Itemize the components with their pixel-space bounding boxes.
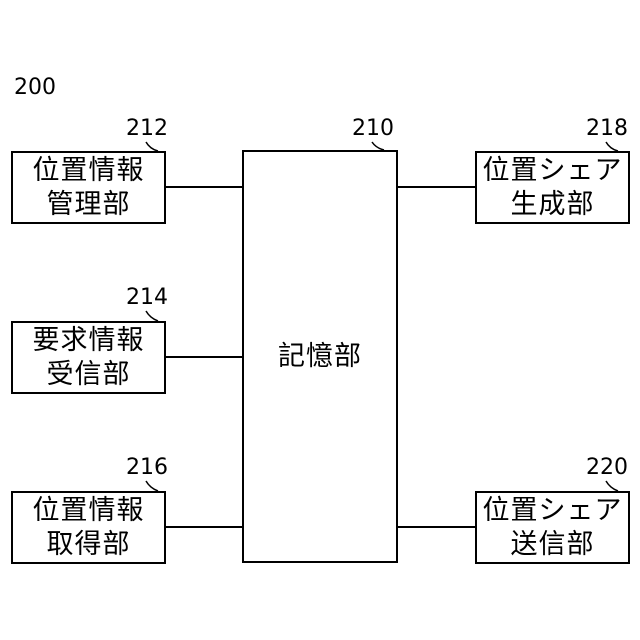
block-label-line-2: 送信部 [511, 528, 595, 562]
leader-212 [146, 142, 158, 151]
ref-storage: 210 [352, 117, 394, 141]
block-label-line-1: 要求情報 [33, 324, 145, 358]
ref-position-info-acquirer: 216 [126, 456, 168, 480]
leader-216 [146, 481, 158, 491]
ref-position-share-generator: 218 [586, 117, 628, 141]
leader-218 [606, 142, 618, 151]
ref-position-info-manager: 212 [126, 117, 168, 141]
block-label-line-2: 受信部 [47, 358, 131, 392]
leader-214 [146, 311, 158, 321]
block-label-line-1: 位置情報 [33, 154, 145, 188]
block-position-share-generator: 位置シェア 生成部 [475, 151, 630, 224]
block-position-share-sender: 位置シェア 送信部 [475, 491, 630, 564]
system-reference-number: 200 [14, 76, 56, 100]
block-storage: 記憶部 [242, 150, 398, 563]
leader-210 [372, 142, 384, 150]
block-label-line-2: 管理部 [47, 188, 131, 222]
ref-request-info-receiver: 214 [126, 286, 168, 310]
block-label-line-1: 位置シェア [483, 494, 623, 528]
block-label-line-1: 記憶部 [278, 340, 362, 374]
block-position-info-manager: 位置情報 管理部 [11, 151, 166, 224]
ref-position-share-sender: 220 [586, 456, 628, 480]
leader-220 [606, 481, 618, 491]
block-request-info-receiver: 要求情報 受信部 [11, 321, 166, 394]
block-label-line-1: 位置シェア [483, 154, 623, 188]
block-label-line-1: 位置情報 [33, 494, 145, 528]
block-label-line-2: 取得部 [47, 528, 131, 562]
block-position-info-acquirer: 位置情報 取得部 [11, 491, 166, 564]
block-label-line-2: 生成部 [511, 188, 595, 222]
